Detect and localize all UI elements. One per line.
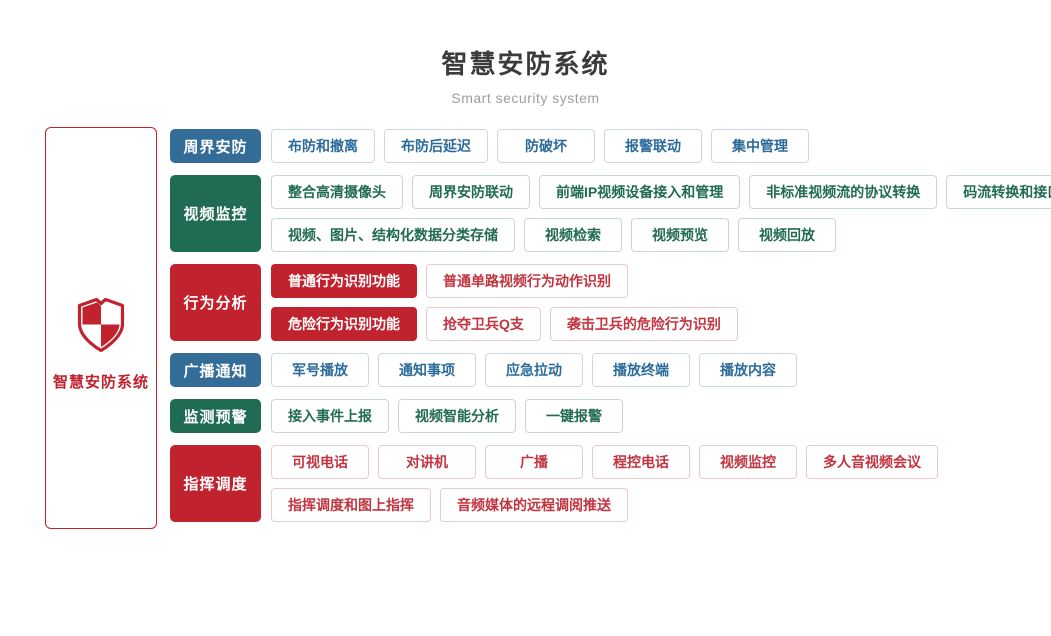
feature-chip: 袭击卫兵的危险行为识别 xyxy=(549,307,738,341)
feature-chip: 多人音视频会议 xyxy=(806,445,938,479)
feature-chip: 军号播放 xyxy=(271,353,369,387)
feature-chip: 防破坏 xyxy=(497,129,595,163)
feature-chip: 播放内容 xyxy=(699,353,797,387)
category-node-behavior-analysis: 行为分析 xyxy=(170,264,261,341)
feature-chip: 周界安防联动 xyxy=(412,175,530,209)
shield-icon xyxy=(75,296,127,359)
feature-chip: 应急拉动 xyxy=(485,353,583,387)
feature-chip: 报警联动 xyxy=(604,129,702,163)
feature-rows: 整合高清摄像头周界安防联动前端IP视频设备接入和管理非标准视频流的协议转换码流转… xyxy=(271,175,1051,252)
feature-row: 普通行为识别功能普通单路视频行为动作识别 xyxy=(271,264,738,298)
feature-chip: 布防后延迟 xyxy=(384,129,488,163)
feature-chip: 码流转换和接口转换 xyxy=(946,175,1051,209)
feature-row: 视频、图片、结构化数据分类存储视频检索视频预览视频回放 xyxy=(271,218,1051,252)
feature-chip: 整合高清摄像头 xyxy=(271,175,403,209)
page-header: 智慧安防系统 Smart security system xyxy=(0,44,1051,106)
feature-chip: 集中管理 xyxy=(711,129,809,163)
feature-chip: 可视电话 xyxy=(271,445,369,479)
feature-chip: 视频回放 xyxy=(738,218,836,252)
feature-rows: 接入事件上报视频智能分析一键报警 xyxy=(271,399,623,433)
feature-rows: 可视电话对讲机广播程控电话视频监控多人音视频会议指挥调度和图上指挥音频媒体的远程… xyxy=(271,445,938,522)
feature-chip: 普通行为识别功能 xyxy=(271,264,417,298)
feature-chip: 指挥调度和图上指挥 xyxy=(271,488,431,522)
feature-chip: 对讲机 xyxy=(378,445,476,479)
category-node-command-dispatch: 指挥调度 xyxy=(170,445,261,522)
feature-groups: 周界安防 布防和撤离布防后延迟防破坏报警联动集中管理 视频监控 整合高清摄像头周… xyxy=(170,129,1051,522)
feature-rows: 军号播放通知事项应急拉动播放终端播放内容 xyxy=(271,353,797,387)
page-title: 智慧安防系统 xyxy=(441,49,610,79)
feature-chip: 抢夺卫兵Q支 xyxy=(426,307,541,341)
feature-group: 指挥调度 可视电话对讲机广播程控电话视频监控多人音视频会议指挥调度和图上指挥音频… xyxy=(170,445,1051,522)
feature-row: 指挥调度和图上指挥音频媒体的远程调阅推送 xyxy=(271,488,938,522)
feature-group: 行为分析 普通行为识别功能普通单路视频行为动作识别危险行为识别功能抢夺卫兵Q支袭… xyxy=(170,264,1051,341)
feature-row: 军号播放通知事项应急拉动播放终端播放内容 xyxy=(271,353,797,387)
feature-group: 监测预警 接入事件上报视频智能分析一键报警 xyxy=(170,399,1051,433)
feature-chip: 音频媒体的远程调阅推送 xyxy=(440,488,628,522)
feature-chip: 视频、图片、结构化数据分类存储 xyxy=(271,218,515,252)
feature-rows: 普通行为识别功能普通单路视频行为动作识别危险行为识别功能抢夺卫兵Q支袭击卫兵的危… xyxy=(271,264,738,341)
feature-group: 视频监控 整合高清摄像头周界安防联动前端IP视频设备接入和管理非标准视频流的协议… xyxy=(170,175,1051,252)
feature-chip: 视频监控 xyxy=(699,445,797,479)
feature-chip: 视频预览 xyxy=(631,218,729,252)
feature-group: 广播通知 军号播放通知事项应急拉动播放终端播放内容 xyxy=(170,353,1051,387)
feature-chip: 通知事项 xyxy=(378,353,476,387)
feature-group: 周界安防 布防和撤离布防后延迟防破坏报警联动集中管理 xyxy=(170,129,1051,163)
feature-row: 可视电话对讲机广播程控电话视频监控多人音视频会议 xyxy=(271,445,938,479)
category-node-video-surveillance: 视频监控 xyxy=(170,175,261,252)
feature-chip: 一键报警 xyxy=(525,399,623,433)
feature-row: 接入事件上报视频智能分析一键报警 xyxy=(271,399,623,433)
feature-row: 布防和撤离布防后延迟防破坏报警联动集中管理 xyxy=(271,129,809,163)
feature-chip: 非标准视频流的协议转换 xyxy=(749,175,938,209)
feature-chip: 广播 xyxy=(485,445,583,479)
feature-row: 整合高清摄像头周界安防联动前端IP视频设备接入和管理非标准视频流的协议转换码流转… xyxy=(271,175,1051,209)
feature-rows: 布防和撤离布防后延迟防破坏报警联动集中管理 xyxy=(271,129,809,163)
feature-chip: 视频检索 xyxy=(524,218,622,252)
feature-chip: 危险行为识别功能 xyxy=(271,307,417,341)
feature-chip: 前端IP视频设备接入和管理 xyxy=(539,175,741,209)
root-node-content: 智慧安防系统 xyxy=(53,296,149,392)
root-node-panel: 智慧安防系统 xyxy=(45,127,157,529)
feature-chip: 普通单路视频行为动作识别 xyxy=(426,264,628,298)
category-node-broadcast-notice: 广播通知 xyxy=(170,353,261,387)
page-subtitle: Smart security system xyxy=(451,90,600,106)
feature-row: 危险行为识别功能抢夺卫兵Q支袭击卫兵的危险行为识别 xyxy=(271,307,738,341)
category-node-perimeter-security: 周界安防 xyxy=(170,129,261,163)
feature-chip: 播放终端 xyxy=(592,353,690,387)
feature-chip: 程控电话 xyxy=(592,445,690,479)
feature-chip: 布防和撤离 xyxy=(271,129,375,163)
feature-chip: 视频智能分析 xyxy=(398,399,516,433)
category-node-monitoring-warning: 监测预警 xyxy=(170,399,261,433)
root-node-label: 智慧安防系统 xyxy=(52,374,149,391)
feature-chip: 接入事件上报 xyxy=(271,399,389,433)
